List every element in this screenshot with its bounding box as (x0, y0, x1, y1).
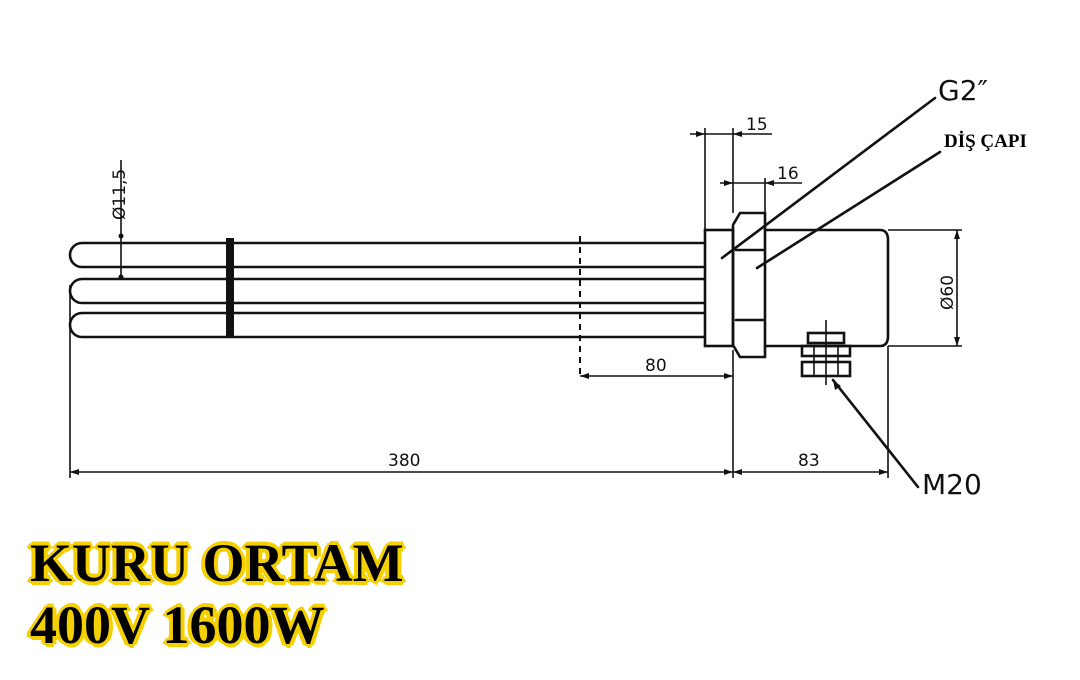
svg-text:15: 15 (746, 115, 768, 135)
svg-text:380: 380 (388, 451, 420, 471)
extension-lines (69, 128, 962, 478)
svg-text:Ø60: Ø60 (938, 275, 958, 310)
svg-text:DİŞ ÇAPI: DİŞ ÇAPI (944, 131, 1027, 152)
terminal-head-body (763, 228, 890, 348)
thread-leader: G2″ (720, 74, 988, 260)
flange (703, 228, 735, 348)
thread-note-leader: DİŞ ÇAPI (755, 131, 1027, 270)
svg-text:M20: M20 (922, 468, 982, 501)
banner-environment: KURU ORTAM (30, 533, 404, 593)
hex-nut (731, 211, 767, 359)
svg-text:16: 16 (777, 164, 799, 184)
dim-head: 83 (733, 451, 888, 475)
tube-clamp (226, 238, 234, 338)
svg-text:Ø11,5: Ø11,5 (110, 169, 130, 220)
tube-diameter-dimension: Ø11,5 (110, 160, 130, 280)
dim-length: 380 (70, 451, 733, 475)
svg-text:83: 83 (798, 451, 820, 471)
terminal-bolt (800, 320, 852, 385)
dim-unheated: 80 (580, 356, 733, 379)
dim-body-diameter: Ø60 (938, 230, 960, 346)
heating-tubes (68, 241, 707, 339)
svg-text:G2″: G2″ (938, 74, 988, 107)
svg-text:80: 80 (645, 356, 667, 376)
dim-nut: 16 (720, 164, 802, 186)
terminal-leader: M20 (831, 378, 982, 501)
banner-rating: 400V 1600W (30, 595, 325, 655)
dim-flange: 15 (690, 115, 772, 137)
